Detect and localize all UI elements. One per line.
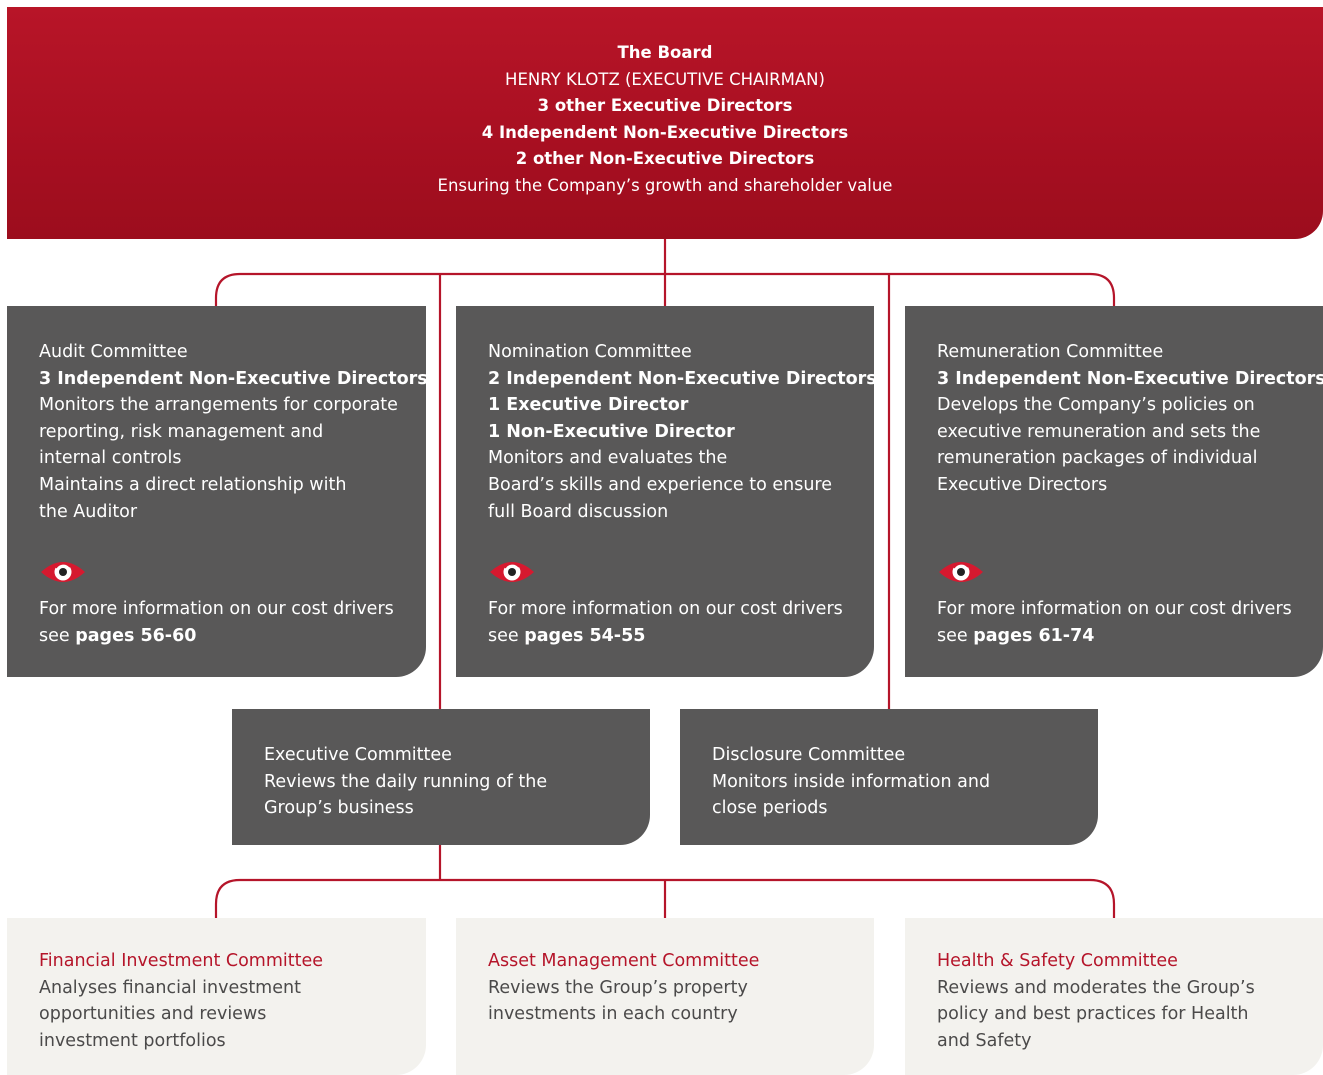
board-box: The Board HENRY KLOTZ (EXECUTIVE CHAIRMA… [7, 7, 1323, 239]
remuneration-committee-desc-line: remuneration packages of individual [937, 448, 1258, 469]
executive-committee-box: Executive Committee Reviews the daily ru… [232, 709, 650, 845]
more-info-text: For more information on our cost drivers [488, 599, 843, 619]
board-independent-directors: 4 Independent Non-Executive Directors [481, 122, 849, 142]
audit-committee-desc-line: the Auditor [39, 501, 138, 522]
board-executive-directors: 3 other Executive Directors [537, 96, 793, 116]
more-info-see-line: see pages 56-60 [39, 623, 394, 650]
nomination-committee-desc-line: Board’s skills and experience to ensure [488, 474, 833, 495]
eye-icon[interactable] [39, 558, 87, 586]
financial-investment-desc-line: investment portfolios [39, 1030, 226, 1051]
more-info-text: For more information on our cost drivers [39, 599, 394, 619]
audit-committee-desc-line: Monitors the arrangements for corporate [39, 395, 398, 416]
disclosure-committee-desc-line: Monitors inside information and [712, 771, 991, 792]
financial-investment-committee-title: Financial Investment Committee [39, 951, 324, 971]
remuneration-committee-members: 3 Independent Non-Executive Directors [937, 368, 1323, 389]
top-bus [214, 272, 1116, 306]
see-prefix: see [488, 625, 525, 646]
nomination-committee-members: 1 Executive Director [488, 395, 689, 416]
executive-committee-title: Executive Committee [264, 745, 452, 765]
more-info-text: For more information on our cost drivers [937, 599, 1292, 619]
pages-link[interactable]: pages 61-74 [973, 625, 1095, 646]
audit-committee-desc-line: Maintains a direct relationship with [39, 474, 347, 495]
health-safety-desc-line: Reviews and moderates the Group’s [937, 977, 1255, 998]
asset-management-committee-box: Asset Management Committee Reviews the G… [456, 918, 874, 1075]
nomination-committee-desc-line: Monitors and evaluates the [488, 448, 728, 469]
audit-committee-desc-line: internal controls [39, 448, 182, 469]
nomination-committee-members: 1 Non-Executive Director [488, 421, 735, 442]
pages-link[interactable]: pages 54-55 [524, 625, 646, 646]
audit-more-info[interactable]: For more information on our cost drivers… [39, 596, 394, 649]
board-chairman: HENRY KLOTZ (EXECUTIVE CHAIRMAN) [505, 69, 825, 89]
audit-committee-desc-line: reporting, risk management and [39, 421, 324, 442]
remuneration-committee-desc-line: executive remuneration and sets the [937, 421, 1261, 442]
board-title: The Board [617, 43, 713, 62]
nomination-committee-title: Nomination Committee [488, 342, 692, 362]
health-safety-committee-title: Health & Safety Committee [937, 951, 1178, 971]
pages-link[interactable]: pages 56-60 [75, 625, 197, 646]
audit-committee-box: Audit Committee 3 Independent Non-Execut… [7, 306, 428, 677]
remuneration-more-info[interactable]: For more information on our cost drivers… [937, 596, 1292, 649]
executive-committee-desc-line: Group’s business [264, 798, 414, 819]
disclosure-committee-box: Disclosure Committee Monitors inside inf… [680, 709, 1098, 845]
eye-icon[interactable] [488, 558, 536, 586]
financial-investment-desc-line: Analyses financial investment [39, 977, 301, 998]
nomination-more-info[interactable]: For more information on our cost drivers… [488, 596, 843, 649]
asset-management-desc-line: investments in each country [488, 1004, 738, 1025]
remuneration-committee-title: Remuneration Committee [937, 342, 1164, 362]
bottom-bus [214, 878, 1116, 918]
see-prefix: see [39, 625, 76, 646]
financial-investment-desc-line: opportunities and reviews [39, 1004, 267, 1025]
asset-management-committee-title: Asset Management Committee [488, 951, 760, 971]
more-info-see-line: see pages 61-74 [937, 623, 1292, 650]
health-safety-desc-line: policy and best practices for Health [937, 1004, 1249, 1025]
asset-management-desc-line: Reviews the Group’s property [488, 977, 748, 998]
see-prefix: see [937, 625, 974, 646]
eye-icon[interactable] [937, 558, 985, 586]
audit-committee-members: 3 Independent Non-Executive Directors [39, 368, 428, 389]
remuneration-committee-desc-line: Executive Directors [937, 474, 1108, 495]
executive-committee-desc-line: Reviews the daily running of the [264, 771, 548, 792]
nomination-committee-members: 2 Independent Non-Executive Directors [488, 368, 877, 389]
disclosure-committee-desc-line: close periods [712, 798, 828, 819]
remuneration-committee-desc-line: Develops the Company’s policies on [937, 395, 1255, 416]
health-safety-committee-box: Health & Safety Committee Reviews and mo… [905, 918, 1323, 1075]
disclosure-committee-title: Disclosure Committee [712, 745, 906, 765]
board-non-executive-directors: 2 other Non-Executive Directors [515, 149, 815, 169]
health-safety-desc-line: and Safety [937, 1030, 1032, 1051]
nomination-committee-box: Nomination Committee 2 Independent Non-E… [456, 306, 877, 677]
nomination-committee-desc-line: full Board discussion [488, 501, 669, 522]
financial-investment-committee-box: Financial Investment Committee Analyses … [7, 918, 426, 1075]
remuneration-committee-box: Remuneration Committee 3 Independent Non… [905, 306, 1323, 677]
more-info-see-line: see pages 54-55 [488, 623, 843, 650]
audit-committee-title: Audit Committee [39, 342, 188, 362]
board-purpose: Ensuring the Company’s growth and shareh… [437, 175, 893, 195]
